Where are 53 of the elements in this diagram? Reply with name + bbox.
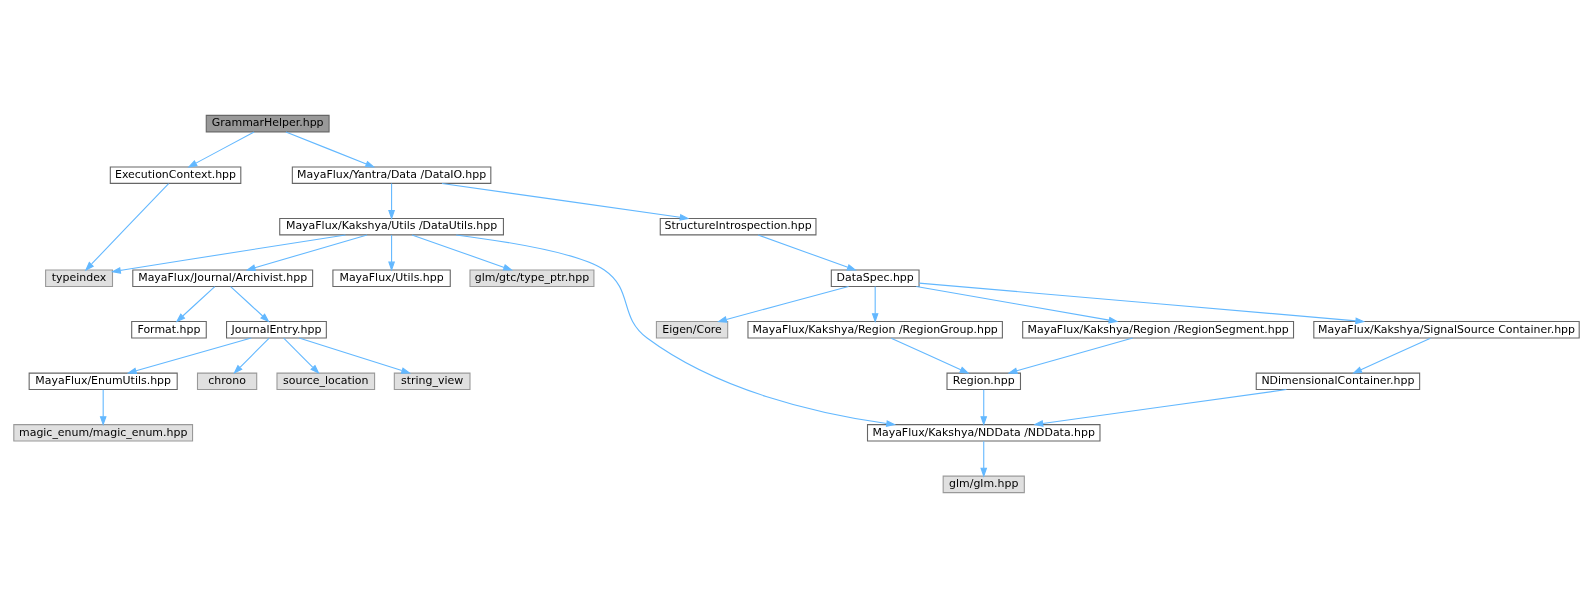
- node-box: MayaFlux/Kakshya/NDData /NDData.hpp: [866, 424, 1101, 442]
- arrow: [126, 337, 252, 375]
- node-box: JournalEntry.hpp: [226, 321, 327, 339]
- node-box: Region.hpp: [946, 372, 1022, 391]
- node-box: typeindex: [45, 269, 114, 287]
- arrow: [980, 389, 988, 427]
- arrow: [99, 389, 107, 427]
- arrow: [1007, 337, 1134, 375]
- node-box: MayaFlux/Yantra/Data /DataIO.hpp: [291, 166, 492, 184]
- arrow: [298, 337, 412, 374]
- node-box: StructureIntrospection.hpp: [659, 217, 817, 236]
- arrow: [233, 337, 270, 375]
- arrow: [187, 131, 255, 168]
- node-box: MayaFlux/Utils.hpp: [332, 269, 451, 287]
- arrow: [455, 234, 897, 427]
- arrow: [915, 285, 1119, 324]
- node-box: NDimensionalContainer.hpp: [1255, 372, 1421, 391]
- node-box: string_view: [393, 372, 471, 391]
- node-box: MayaFlux/Kakshya/Utils /DataUtils.hpp: [279, 217, 504, 236]
- arrow: [388, 234, 396, 272]
- node-box: DataSpec.hpp: [830, 269, 920, 287]
- arrow: [84, 182, 170, 272]
- node-box: MayaFlux/Kakshya/Region /RegionSegment.hpp: [1022, 321, 1295, 339]
- arrow: [411, 234, 514, 271]
- node-box: GrammarHelper.hpp: [205, 114, 330, 133]
- arrow: [388, 183, 396, 220]
- node-box: magic_enum/magic_enum.hpp: [13, 424, 194, 442]
- node-box: glm/gtc/type_ptr.hpp: [469, 269, 595, 287]
- arrow: [110, 234, 346, 274]
- arrow: [175, 286, 216, 323]
- node-box: Eigen/Core: [655, 321, 729, 339]
- node-box: chrono: [196, 372, 258, 391]
- arrow: [245, 234, 368, 271]
- arrow: [285, 131, 376, 168]
- node-box: source_location: [276, 372, 376, 391]
- arrow: [283, 337, 320, 375]
- node-box: Format.hpp: [131, 321, 207, 339]
- arrow: [757, 234, 857, 271]
- arrow: [1033, 389, 1287, 427]
- arrow: [717, 285, 850, 323]
- node-box: MayaFlux/Kakshya/Region /RegionGroup.hpp: [747, 321, 1003, 339]
- node-box: MayaFlux/EnumUtils.hpp: [28, 372, 178, 391]
- arrow: [1352, 337, 1432, 374]
- arrow: [918, 282, 1366, 325]
- node-box: MayaFlux/Kakshya/SignalSource Container.hpp: [1313, 321, 1580, 339]
- arrow: [890, 337, 970, 374]
- arrow: [980, 440, 988, 478]
- node-box: glm/glm.hpp: [942, 475, 1025, 494]
- arrow: [871, 286, 879, 324]
- arrow: [441, 182, 690, 221]
- node-box: MayaFlux/Journal/Archivist.hpp: [132, 269, 314, 287]
- arrow: [230, 286, 270, 323]
- node-box: ExecutionContext.hpp: [109, 166, 242, 184]
